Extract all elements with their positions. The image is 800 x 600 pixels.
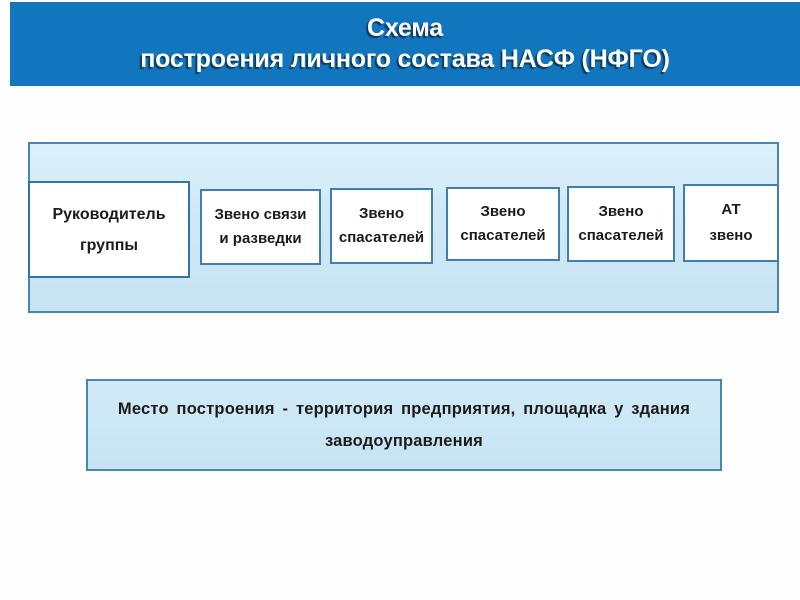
unit-box-rescue-3: Звено спасателей	[567, 186, 675, 262]
unit-label-line: Звено	[359, 205, 404, 222]
unit-label-line: группы	[79, 236, 139, 254]
unit-label-line: Звено	[480, 203, 526, 220]
unit-label-line: Звено	[598, 203, 644, 220]
unit-label-line: Звено связи	[214, 206, 307, 223]
unit-label-line: АТ	[721, 201, 741, 218]
unit-box-comms-recon: Звено связи и разведки	[200, 189, 321, 265]
unit-label-line: Руководитель	[52, 205, 166, 223]
note-line2: заводоуправления	[325, 432, 483, 450]
unit-label-line: спасателей	[338, 229, 425, 246]
unit-label-line: спасателей	[460, 227, 546, 244]
slide-title-line2: построения личного состава НАСФ (НФГО)	[140, 45, 670, 73]
unit-label-line: и разведки	[219, 230, 302, 247]
note-box-formation-place: Место построения - территория предприяти…	[86, 379, 722, 471]
unit-label-line: звено	[709, 227, 753, 244]
unit-box-rescue-2: Звено спасателей	[446, 187, 560, 261]
note-line1: Место построения - территория предприяти…	[117, 400, 691, 418]
unit-box-group-leader: Руководитель группы	[28, 181, 190, 278]
slide-title-line1: Схема	[367, 14, 443, 42]
unit-label-line: спасателей	[578, 227, 664, 244]
slide-header-bar: Схема построения личного состава НАСФ (Н…	[10, 2, 800, 86]
unit-box-rescue-1: Звено спасателей	[330, 188, 433, 264]
unit-box-at: АТ звено	[683, 184, 779, 262]
